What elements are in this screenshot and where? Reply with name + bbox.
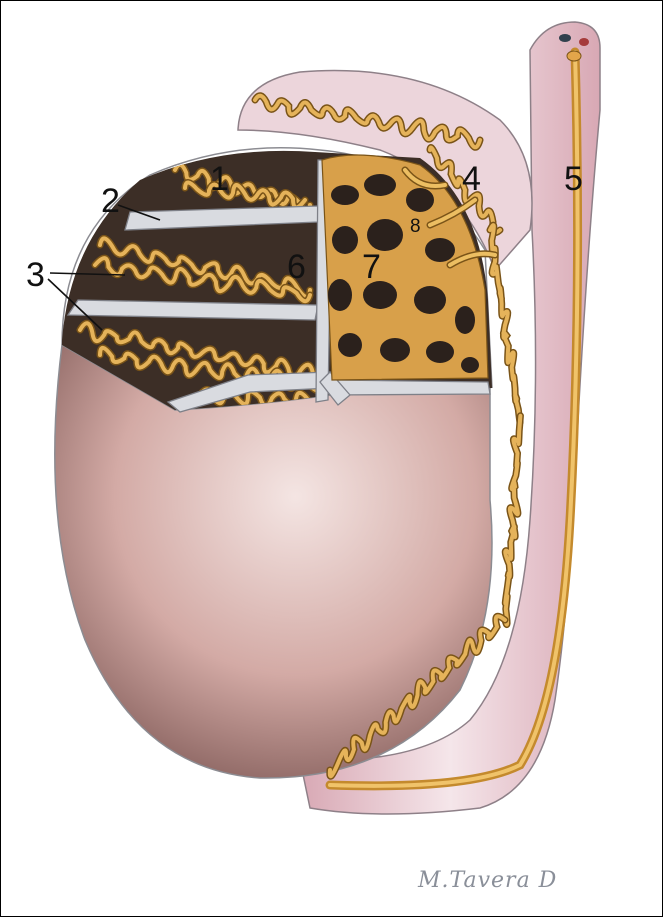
rete-testis-space (332, 226, 358, 254)
rete-testis-space (328, 279, 352, 311)
rete-testis-space (338, 333, 362, 357)
label-1: 1 (210, 162, 229, 196)
rete-testis-space (414, 286, 446, 314)
tunica-albuginea (55, 345, 492, 778)
label-8: 8 (410, 217, 421, 236)
rete-testis-space (461, 357, 479, 373)
label-5: 5 (564, 162, 583, 196)
rete-testis-space (367, 219, 403, 251)
rete-testis-space (406, 188, 434, 212)
rete-testis-space (426, 341, 454, 363)
label-7: 7 (362, 250, 381, 284)
artist-signature: M.Tavera D (418, 868, 557, 893)
label-3: 3 (26, 258, 45, 292)
rete-testis-space (380, 338, 410, 362)
rete-testis-space (425, 238, 455, 262)
label-4: 4 (462, 162, 481, 196)
label-2: 2 (101, 184, 120, 218)
rete-testis-space (455, 306, 475, 334)
rete-testis-space (364, 174, 396, 196)
rete-testis-space (331, 185, 359, 205)
label-6: 6 (287, 250, 306, 284)
